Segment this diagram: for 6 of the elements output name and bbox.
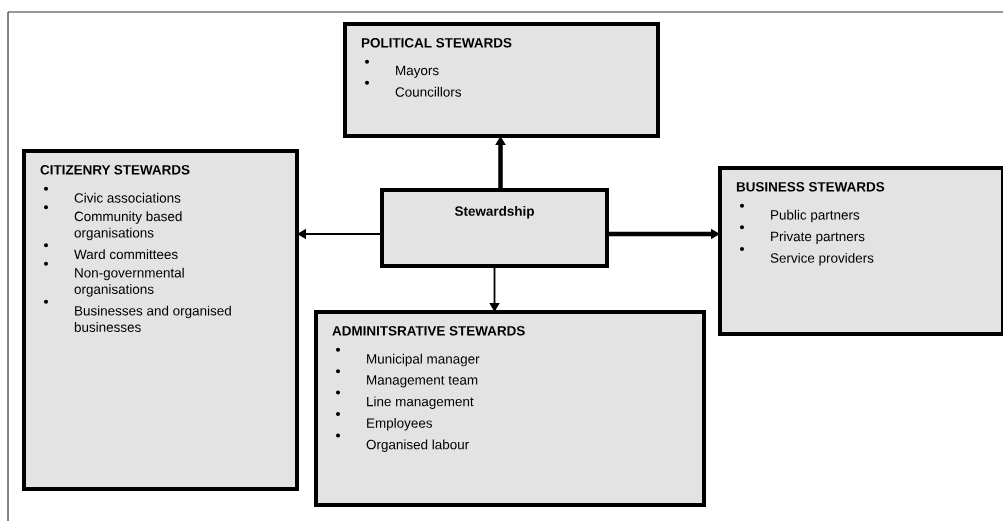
steward-box: CITIZENRY STEWARDS Civic associations Community based organisations Ward committees Non-governmental organisations Businesses and organised businesses — [22, 149, 299, 491]
steward-box: ADMINITSRATIVE STEWARDS Municipal manager Management team Line management Employees Organised labour — [314, 310, 706, 507]
steward-box: BUSINESS STEWARDS Public partners Private partners Service providers — [718, 166, 1003, 336]
arrow — [489, 265, 500, 312]
steward-box: Stewardship — [380, 188, 609, 268]
steward-box: POLITICAL STEWARDS Mayors Councillors — [343, 22, 660, 138]
